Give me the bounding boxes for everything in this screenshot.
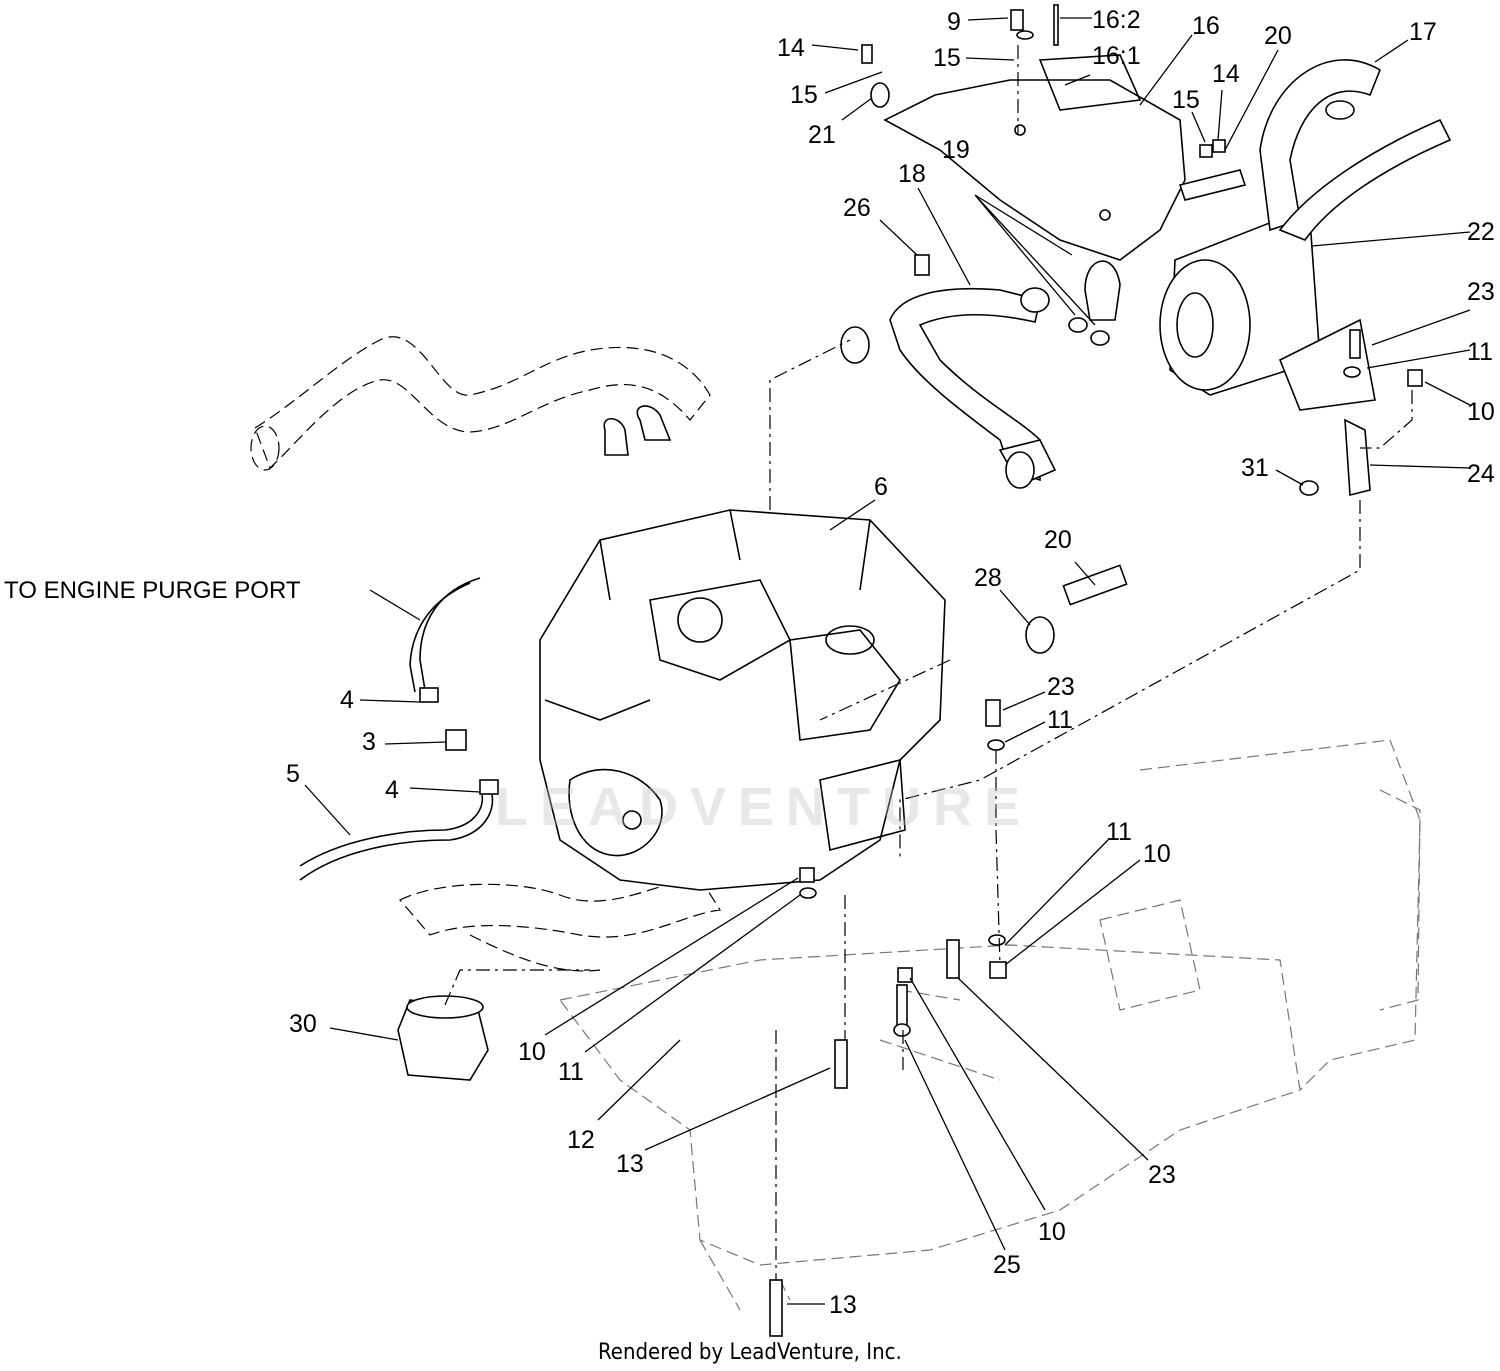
callout-30: 30 bbox=[289, 1010, 317, 1038]
callout-11-top: 11 bbox=[1467, 338, 1493, 366]
callout-25: 25 bbox=[993, 1251, 1021, 1279]
purge-port-note: TO ENGINE PURGE PORT bbox=[4, 577, 301, 604]
callout-18: 18 bbox=[898, 160, 926, 188]
callout-16: 16 bbox=[1192, 12, 1220, 40]
callout-15-right: 15 bbox=[1172, 86, 1200, 114]
callout-20-top: 20 bbox=[1264, 22, 1292, 50]
callout-24: 24 bbox=[1467, 460, 1495, 488]
oil-filter bbox=[397, 995, 489, 1081]
callout-9: 9 bbox=[947, 8, 961, 36]
tailpipe bbox=[1259, 59, 1452, 241]
callout-17: 17 bbox=[1409, 18, 1437, 46]
callout-31: 31 bbox=[1241, 454, 1269, 482]
leader-lines bbox=[304, 17, 1471, 1305]
callout-5: 5 bbox=[286, 760, 300, 788]
callout-20-mid: 20 bbox=[1044, 526, 1072, 554]
callout-3: 3 bbox=[362, 728, 376, 756]
callout-14-top: 14 bbox=[777, 34, 805, 62]
callout-28: 28 bbox=[974, 564, 1002, 592]
callout-21: 21 bbox=[808, 121, 836, 149]
callout-14-right: 14 bbox=[1212, 60, 1240, 88]
callout-23-mid: 23 bbox=[1047, 673, 1075, 701]
ghost-lower-hose bbox=[399, 877, 722, 972]
footer-credit: Rendered by LeadVenture, Inc. bbox=[598, 1340, 902, 1365]
callout-4-bottom: 4 bbox=[385, 776, 399, 804]
purge-hose bbox=[299, 577, 499, 881]
engine bbox=[539, 509, 946, 891]
callout-23-top: 23 bbox=[1467, 278, 1495, 306]
callout-11-mid: 11 bbox=[1047, 706, 1073, 734]
alignment-lines bbox=[444, 45, 1413, 1280]
callout-23-bottom: 23 bbox=[1148, 1161, 1176, 1189]
callout-labels: 9 16:2 14 15 16:1 16 20 17 15 14 15 21 1… bbox=[286, 6, 1495, 1319]
callout-12: 12 bbox=[567, 1126, 595, 1154]
callout-13-bottom: 13 bbox=[829, 1291, 857, 1319]
callout-6: 6 bbox=[874, 473, 888, 501]
callout-10-bottom: 10 bbox=[1038, 1218, 1066, 1246]
callout-11-lower-left: 11 bbox=[558, 1058, 584, 1086]
callout-22: 22 bbox=[1467, 218, 1495, 246]
callout-10-lower-left: 10 bbox=[518, 1038, 546, 1066]
callout-16-1: 16:1 bbox=[1092, 42, 1141, 70]
callout-15-top: 15 bbox=[933, 44, 961, 72]
callout-16-2: 16:2 bbox=[1092, 6, 1141, 34]
hardware bbox=[603, 4, 1423, 1337]
callout-13-mid: 13 bbox=[616, 1150, 644, 1178]
watermark: LEADVENTURE bbox=[495, 777, 1032, 837]
callout-10-lower-right: 10 bbox=[1143, 840, 1171, 868]
heat-shield bbox=[883, 54, 1186, 261]
callout-4-top: 4 bbox=[340, 686, 354, 714]
exhaust-pipe bbox=[889, 287, 1057, 487]
callout-10-top: 10 bbox=[1467, 398, 1495, 426]
muffler bbox=[1159, 214, 1376, 411]
callout-26: 26 bbox=[843, 194, 871, 222]
callout-19: 19 bbox=[942, 136, 970, 164]
callout-15-left: 15 bbox=[790, 81, 818, 109]
callout-11-lower-right: 11 bbox=[1106, 818, 1132, 846]
gaskets bbox=[840, 326, 1035, 489]
ghost-intake-hose bbox=[250, 336, 711, 471]
